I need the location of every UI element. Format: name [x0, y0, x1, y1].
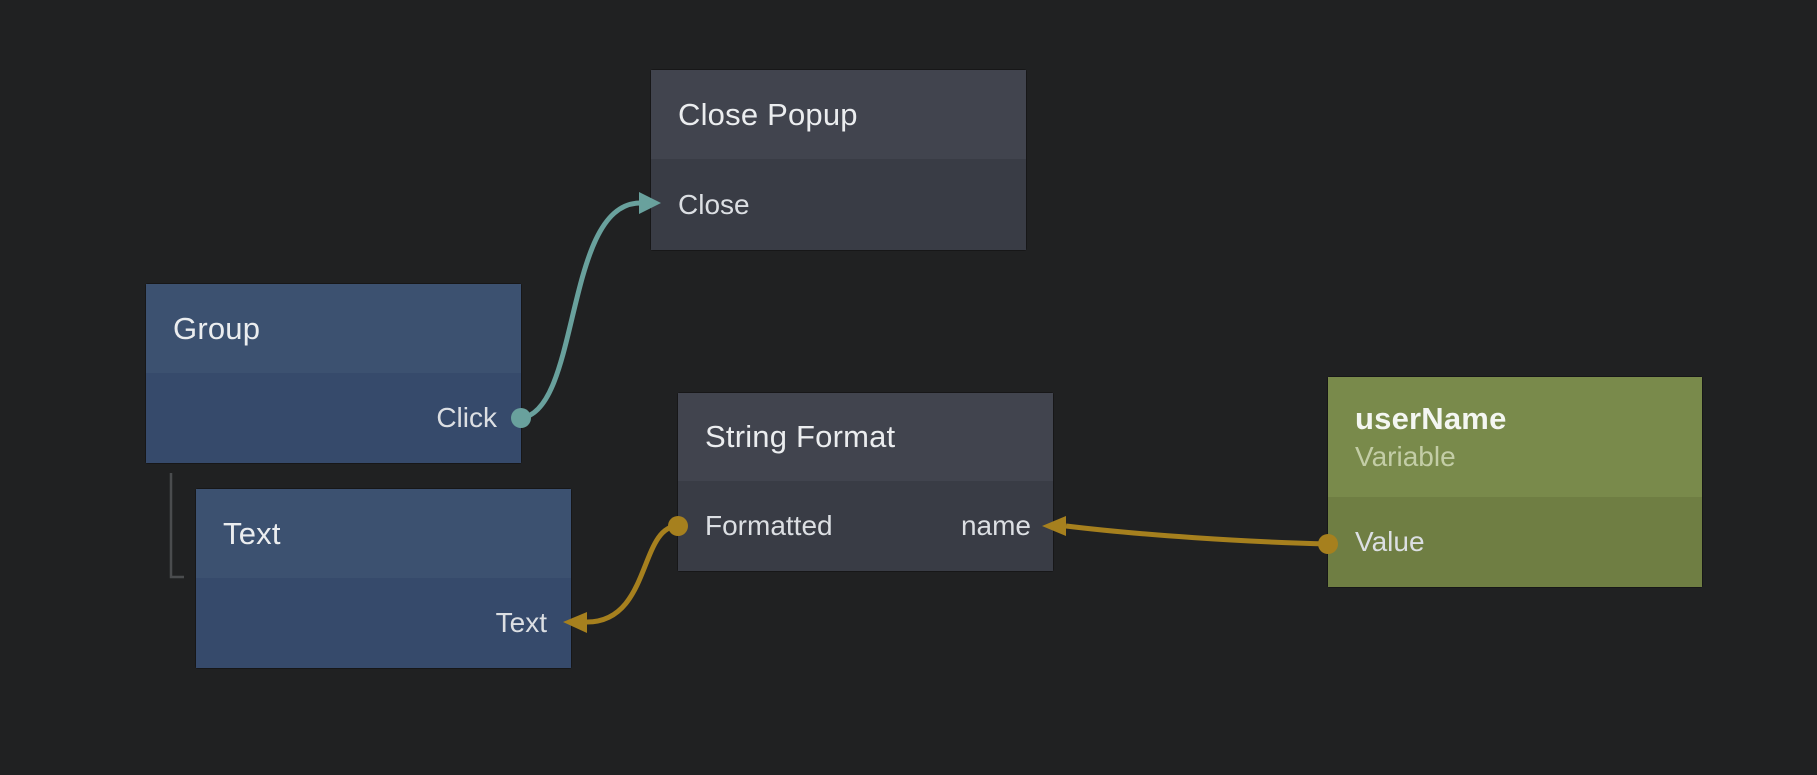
node-title: Close Popup	[678, 96, 858, 132]
port-formatted-output[interactable]: Formatted	[705, 510, 833, 541]
node-close-popup[interactable]: Close Popup Close	[651, 70, 1026, 250]
node-title: Text	[223, 515, 281, 551]
node-title: userName	[1355, 401, 1507, 436]
connection-formatted-to-text[interactable]	[586, 523, 679, 625]
port-click-output[interactable]: Click	[436, 402, 497, 433]
node-type-label: Variable	[1355, 441, 1456, 472]
node-username[interactable]: userName Variable Value	[1328, 377, 1702, 587]
node-title: Group	[173, 310, 261, 346]
port-name-input[interactable]: name	[960, 510, 1031, 541]
node-username-ports: Value	[1328, 497, 1702, 587]
port-text-input[interactable]: Text	[495, 607, 547, 638]
node-string-format-header[interactable]: String Format	[678, 393, 1053, 481]
node-text-header[interactable]: Text	[196, 489, 571, 578]
node-string-format-ports: Formatted name	[678, 481, 1053, 571]
node-close-popup-ports: Close	[651, 159, 1026, 250]
port-value-output[interactable]: Value	[1355, 526, 1425, 557]
node-close-popup-header[interactable]: Close Popup	[651, 70, 1026, 159]
node-text[interactable]: Text Text	[196, 489, 571, 668]
connection-value-to-name[interactable]	[1065, 523, 1329, 547]
node-string-format[interactable]: String Format Formatted name	[678, 393, 1053, 571]
hierarchy-line-group-text	[169, 473, 184, 579]
node-username-header[interactable]: userName Variable	[1328, 377, 1702, 497]
port-close-input[interactable]: Close	[678, 188, 750, 220]
node-group-ports: Click	[146, 373, 521, 463]
node-text-ports: Text	[196, 578, 571, 668]
connection-click-to-close[interactable]	[520, 200, 641, 421]
node-group[interactable]: Group Click	[146, 284, 521, 463]
node-group-header[interactable]: Group	[146, 284, 521, 373]
node-title: String Format	[705, 419, 896, 454]
